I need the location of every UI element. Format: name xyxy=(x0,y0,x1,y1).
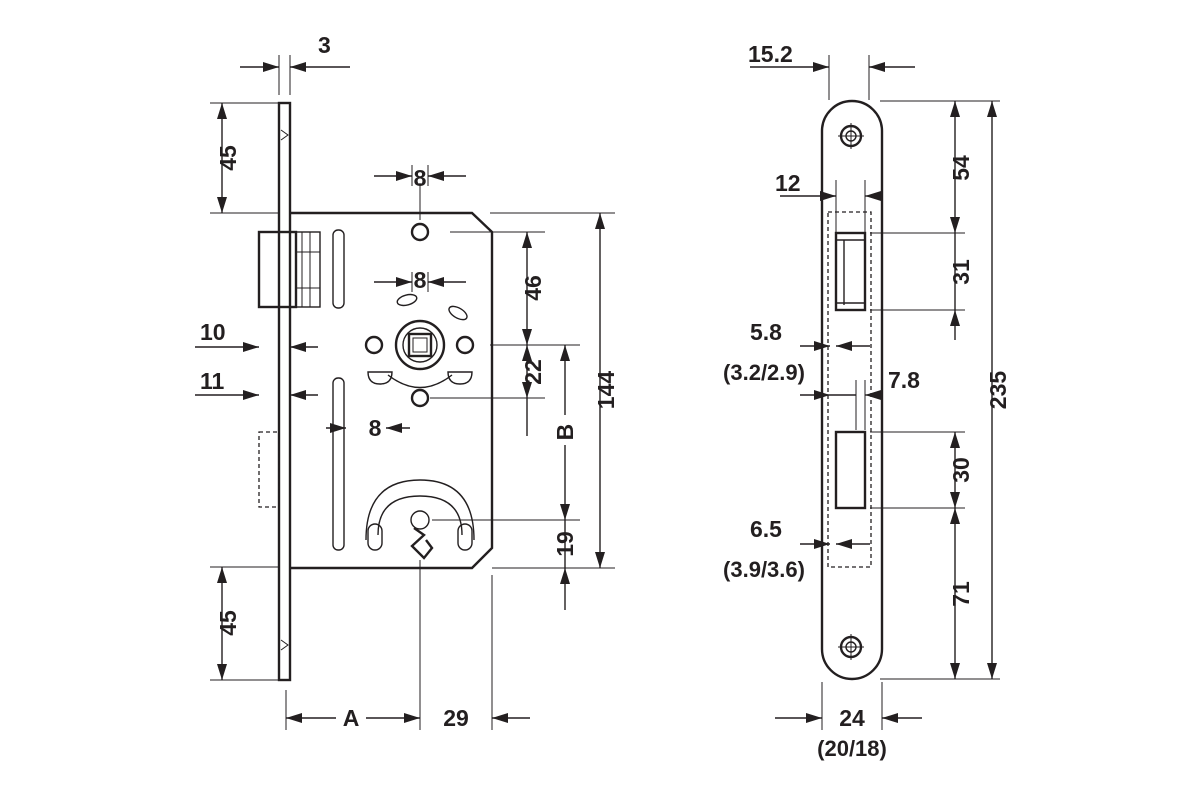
dim-latch-offset: 5.8 xyxy=(750,319,782,345)
front-view: 3 45 45 8 8 8 4 xyxy=(195,32,619,731)
side-faceplate xyxy=(820,99,884,681)
latch-bolt xyxy=(257,230,321,309)
dim-backset: A xyxy=(343,705,360,731)
top-screw-hole xyxy=(410,222,430,242)
lock-case xyxy=(290,211,494,570)
dim-bolt-offset: 6.5 xyxy=(750,516,782,542)
dim-faceplate-offset: 15.2 xyxy=(748,41,793,67)
dim-bottom-screw-distance: 45 xyxy=(215,610,241,636)
dim-follower-to-bottom-hole: 22 xyxy=(520,359,546,385)
dim-follower-spacing-top: 8 xyxy=(414,165,427,191)
dim-latch-height: 31 xyxy=(948,259,974,285)
case-slot-upper xyxy=(332,229,345,309)
dim-top-to-latch: 54 xyxy=(948,155,974,181)
dim-follower-spacing-mid: 8 xyxy=(414,267,427,293)
follower-hole-right xyxy=(455,335,475,355)
side-bolt xyxy=(834,430,867,510)
dim-case-height: 144 xyxy=(593,371,619,410)
dim-keyhole-to-bottom: 19 xyxy=(552,531,578,557)
dim-faceplate-height: 235 xyxy=(985,371,1011,410)
dim-latch-projection: 10 xyxy=(200,319,226,345)
follower-hub xyxy=(387,319,453,389)
dim-follower-to-top-hole: 46 xyxy=(520,275,546,301)
dead-bolt-outline xyxy=(258,431,280,508)
side-case-outline xyxy=(827,211,872,568)
dim-bolt-height: 30 xyxy=(948,457,974,483)
dim-top-screw-distance: 45 xyxy=(215,145,241,171)
dim-latch-width: 12 xyxy=(775,170,801,196)
dim-center-distance: B xyxy=(552,424,578,441)
dim-bolt-width: 7.8 xyxy=(888,367,920,393)
dim-bolt-projection: 11 xyxy=(200,368,225,394)
side-view: 15.2 12 54 31 235 5.8 (3.2/2.9) 7.8 xyxy=(723,41,1011,761)
side-screw-bottom xyxy=(838,634,864,660)
case-slot-lower xyxy=(332,377,345,551)
dim-latch-offset-alt: (3.2/2.9) xyxy=(723,360,805,385)
dim-faceplate-width: 24 xyxy=(839,705,865,731)
dim-bolt-offset-alt: (3.9/3.6) xyxy=(723,557,805,582)
dim-faceplate-thickness: 3 xyxy=(318,32,331,58)
side-latch xyxy=(834,231,867,312)
dim-faceplate-width-alt: (20/18) xyxy=(817,736,887,761)
dim-follower-spacing-low: 8 xyxy=(369,415,382,441)
follower-hole-left xyxy=(364,335,384,355)
keyhole xyxy=(365,479,475,560)
dim-bolt-to-bottom: 71 xyxy=(948,581,974,607)
follower-hole-bottom xyxy=(410,388,430,408)
dim-case-depth: 29 xyxy=(443,705,469,731)
side-screw-top xyxy=(838,123,864,149)
front-faceplate xyxy=(277,101,292,682)
